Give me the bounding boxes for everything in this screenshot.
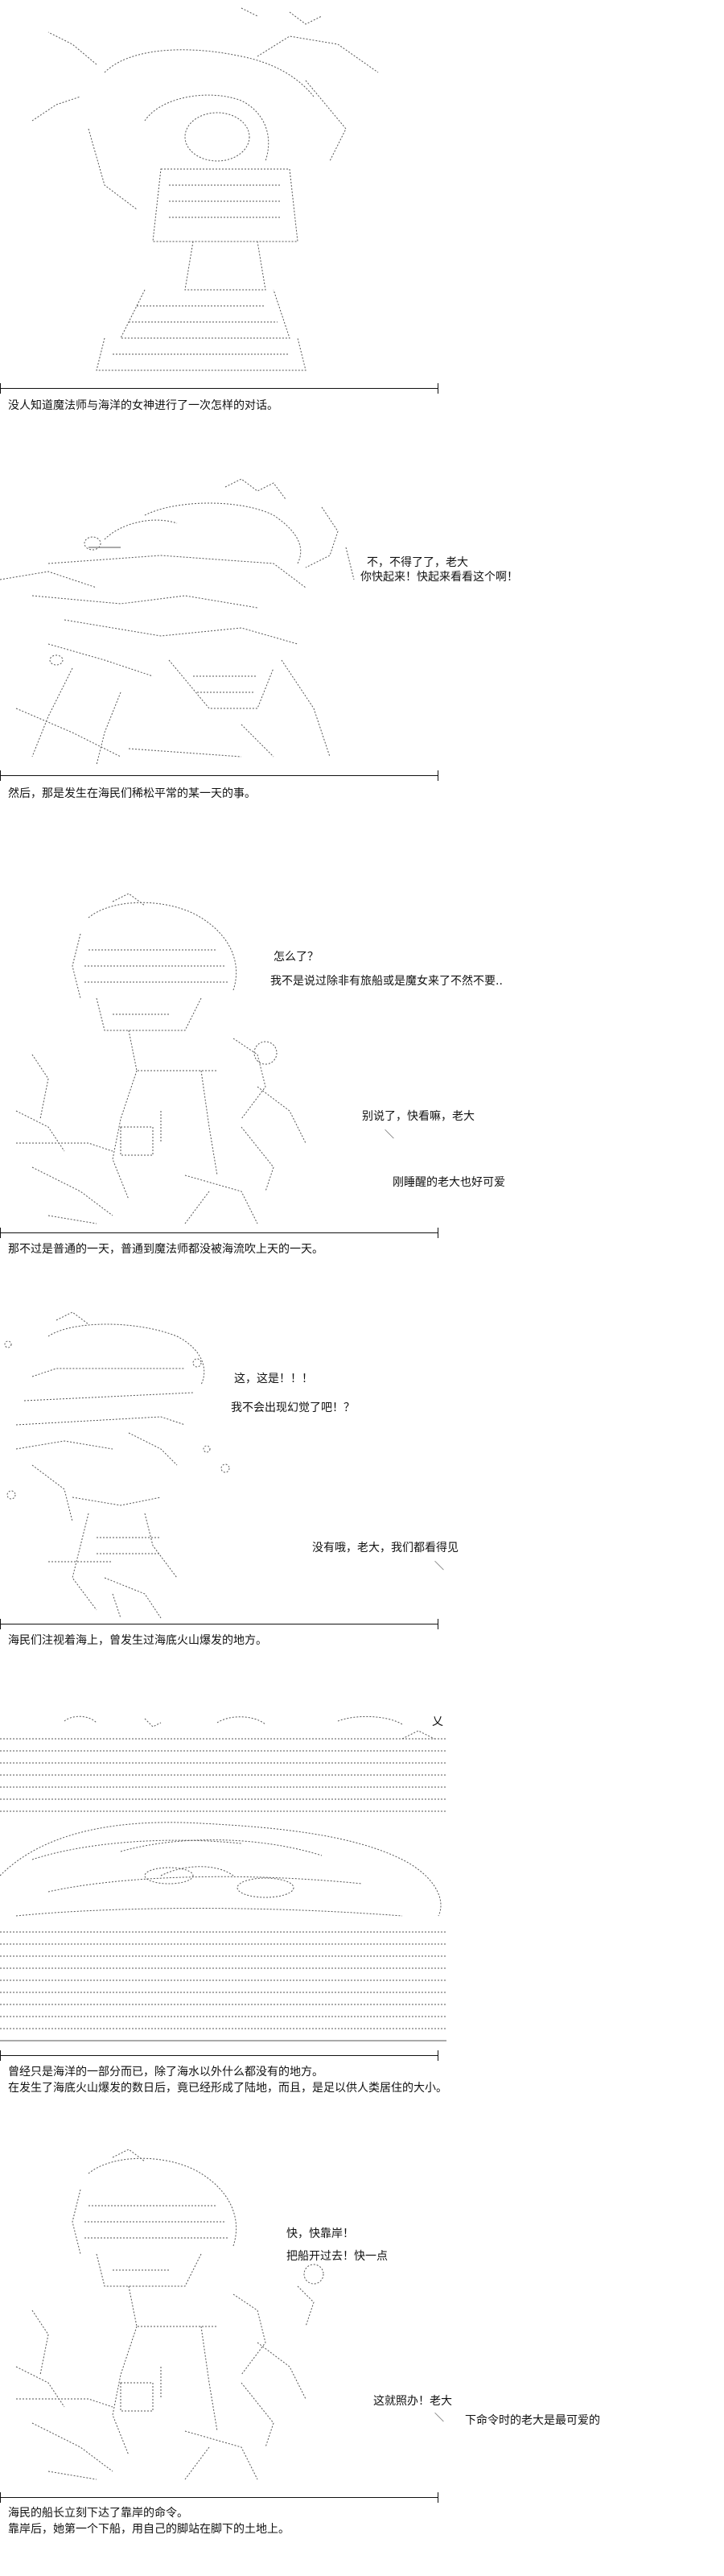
speech-bubble: 乂: [432, 1715, 443, 1729]
caption-line: 那不过是普通的一天，普通到魔法师都没被海流吹上天的一天。: [8, 1243, 323, 1256]
panel-divider: [0, 770, 438, 781]
caption-line: 在发生了海底火山爆发的数日后，竟已经形成了陆地，而且，是足以供人类居住的大小。: [8, 2082, 447, 2095]
panel-6-caption: 海民的船长立刻下达了靠岸的命令。 靠岸后，她第一个下船，用自己的脚站在脚下的土地…: [8, 2505, 290, 2537]
ascii-art-new-island-seascape: [0, 1715, 446, 2041]
speech-line: 怎么了？: [274, 951, 319, 964]
panel-4: 这，这是！！！ 我不会出现幻觉了吧！？ 没有哦，老大，我们都看得见 ＼ 海民们注…: [0, 1304, 724, 1658]
speech-line: 不，不得了了，老大: [367, 556, 468, 569]
speech-line: 把船开过去！快一点: [286, 2250, 388, 2263]
panel-3-caption: 那不过是普通的一天，普通到魔法师都没被海流吹上天的一天。: [8, 1241, 323, 1257]
speech-bubble: 这，这是！！！ 我不会出现幻觉了吧！？: [231, 1372, 355, 1415]
panel-1-caption: 没人知道魔法师与海洋的女神进行了一次怎样的对话。: [8, 398, 278, 414]
speech-pointer-icon: ＼: [434, 1560, 445, 1571]
speech-line: 我不会出现幻觉了吧！？: [231, 1402, 355, 1414]
ascii-art-sailor-rushing: [0, 478, 355, 766]
speech-bubble: 没有哦，老大，我们都看得见: [312, 1541, 459, 1555]
speech-bubble: 不，不得了了，老大 你快起来！快起来看看这个啊！: [360, 555, 518, 584]
caption-line: 海民的船长立刻下达了靠岸的命令。: [8, 2507, 188, 2520]
panel-2: 不，不得了了，老大 你快起来！快起来看看这个啊！ 然后，那是发生在海民们稀松平常…: [0, 467, 724, 805]
panel-2-caption: 然后，那是发生在海民们稀松平常的某一天的事。: [8, 786, 256, 802]
speech-line: 我不是说过除非有旅船或是魔女来了不然不要..: [270, 975, 503, 988]
panel-divider: [0, 1228, 438, 1238]
speech-bubble: 这就照办！老大: [373, 2394, 452, 2409]
caption-line: 靠岸后，她第一个下船，用自己的脚站在脚下的土地上。: [8, 2523, 290, 2536]
speech-line: 刚睡醒的老大也好可爱: [393, 1176, 505, 1189]
ascii-art-magician-and-goddess: [31, 7, 379, 371]
panel-divider: [0, 2492, 438, 2503]
speech-line: 你快起来！快起来看看这个啊！: [360, 571, 518, 584]
speech-bubble: 下命令时的老大是最可爱的: [465, 2413, 600, 2428]
panel-1: 没人知道魔法师与海洋的女神进行了一次怎样的对话。: [0, 0, 724, 412]
speech-line: 这就照办！老大: [373, 2395, 452, 2408]
speech-pointer-icon: ＼: [385, 1129, 395, 1140]
caption-line: 没人知道魔法师与海洋的女神进行了一次怎样的对话。: [8, 399, 278, 412]
ascii-art-captain-waking: [15, 893, 306, 1224]
panel-5: 乂 曾经只是海洋的一部分而已，除了海水以外什么都没有的地方。 在发生了海底火山爆…: [0, 1715, 724, 2109]
speech-line: 乂: [432, 1715, 443, 1728]
panel-divider: [0, 383, 438, 394]
caption-line: 曾经只是海洋的一部分而已，除了海水以外什么都没有的地方。: [8, 2066, 323, 2079]
caption-line: 然后，那是发生在海民们稀松平常的某一天的事。: [8, 787, 256, 800]
panel-divider: [0, 2050, 438, 2061]
speech-bubble: 快，快靠岸！ 把船开过去！快一点: [286, 2227, 388, 2264]
panel-3: 怎么了？ 我不是说过除非有旅船或是魔女来了不然不要.. 别说了，快看嘛，老大 ＼…: [0, 886, 724, 1264]
panel-6: 快，快靠岸！ 把船开过去！快一点 这就照办！老大 ＼ 下命令时的老大是最可爱的 …: [0, 2141, 724, 2576]
speech-bubble: 刚睡醒的老大也好可爱: [393, 1175, 505, 1190]
speech-pointer-icon: ＼: [434, 2412, 445, 2423]
caption-line: 海民们注视着海上，曾发生过海底火山爆发的地方。: [8, 1634, 267, 1647]
speech-line: 别说了，快看嘛，老大: [362, 1110, 475, 1123]
speech-line: 这，这是！！！: [234, 1373, 313, 1385]
ascii-art-captain-shocked: [4, 1311, 230, 1619]
panel-4-caption: 海民们注视着海上，曾发生过海底火山爆发的地方。: [8, 1633, 267, 1649]
speech-line: 没有哦，老大，我们都看得见: [312, 1542, 459, 1554]
panel-5-caption: 曾经只是海洋的一部分而已，除了海水以外什么都没有的地方。 在发生了海底火山爆发的…: [8, 2064, 447, 2096]
speech-bubble: 别说了，快看嘛，老大: [362, 1109, 475, 1124]
speech-line: 快，快靠岸！: [286, 2227, 354, 2240]
speech-line: 下命令时的老大是最可爱的: [465, 2414, 600, 2427]
speech-bubble: 怎么了？ 我不是说过除非有旅船或是魔女来了不然不要..: [270, 950, 503, 989]
ascii-art-captain-commanding: [15, 2149, 324, 2480]
